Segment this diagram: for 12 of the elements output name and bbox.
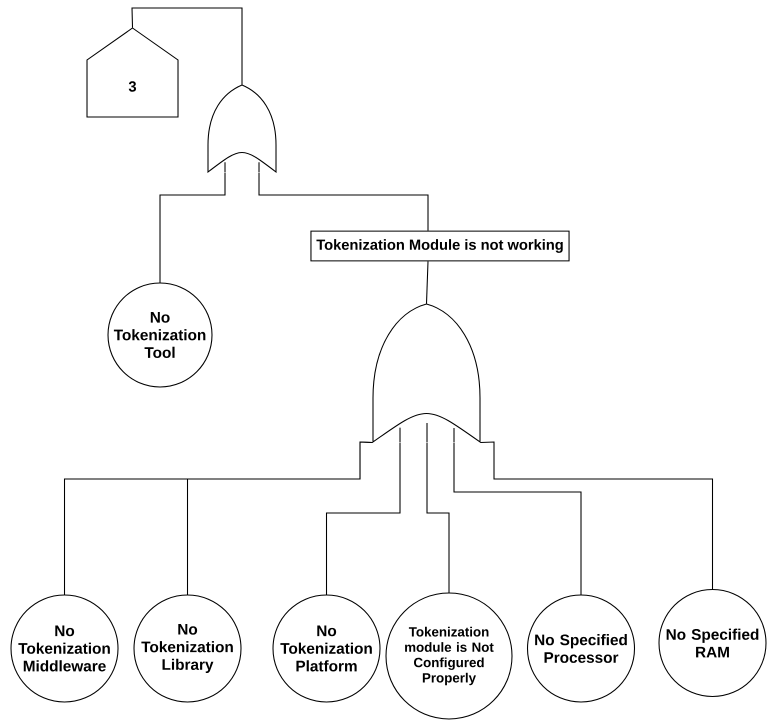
connector-line <box>131 7 243 84</box>
connector-line <box>426 261 429 304</box>
connector-line <box>258 172 429 231</box>
event-box: Tokenization Module is not working <box>310 230 570 262</box>
or-gate <box>372 303 481 443</box>
connector-line <box>326 442 401 594</box>
connector-line <box>453 442 582 594</box>
connector-line <box>426 442 450 592</box>
connector-line <box>480 441 714 589</box>
connector-line <box>159 172 226 282</box>
or-gate <box>207 84 277 173</box>
connector-line <box>186 441 372 594</box>
